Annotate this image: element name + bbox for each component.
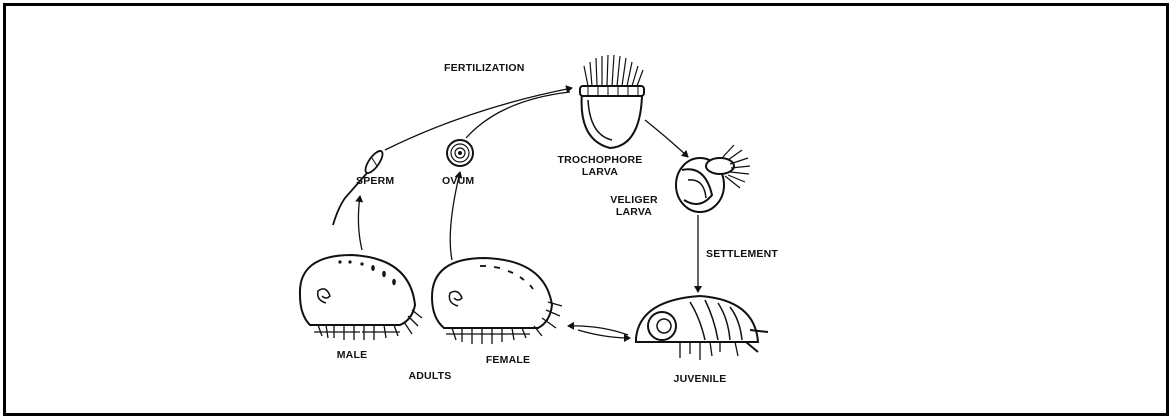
female-label: FEMALE <box>486 354 530 366</box>
arrow-adults-to-juvenile <box>578 330 630 338</box>
veliger-larva-label: LARVA <box>616 206 652 218</box>
veliger-label: VELIGER <box>610 194 658 206</box>
ovum-label: OVUM <box>442 175 474 187</box>
arrow-male-to-sperm <box>358 196 362 250</box>
arrow-trochophore-to-veliger <box>645 120 688 157</box>
juvenile-drawing <box>636 296 768 360</box>
male-label: MALE <box>337 349 368 361</box>
sperm-label: SPERM <box>356 175 394 187</box>
trochophore-label: TROCHOPHORE <box>557 154 642 166</box>
adults-label: ADULTS <box>408 370 451 382</box>
juvenile-label: JUVENILE <box>674 373 727 385</box>
arrow-juvenile-to-adults <box>568 326 628 335</box>
male-adult-drawing <box>300 255 422 340</box>
trochophore-larva-label: LARVA <box>582 166 618 178</box>
veliger-larva-drawing <box>676 145 750 212</box>
female-adult-drawing <box>432 258 562 344</box>
ovum-drawing <box>447 140 473 166</box>
fertilization-label: FERTILIZATION <box>444 62 525 74</box>
arrow-sperm-to-fertilization <box>385 88 572 150</box>
settlement-label: SETTLEMENT <box>706 248 778 260</box>
arrow-ovum-to-fertilization <box>466 92 570 138</box>
trochophore-larva-drawing <box>580 55 644 148</box>
